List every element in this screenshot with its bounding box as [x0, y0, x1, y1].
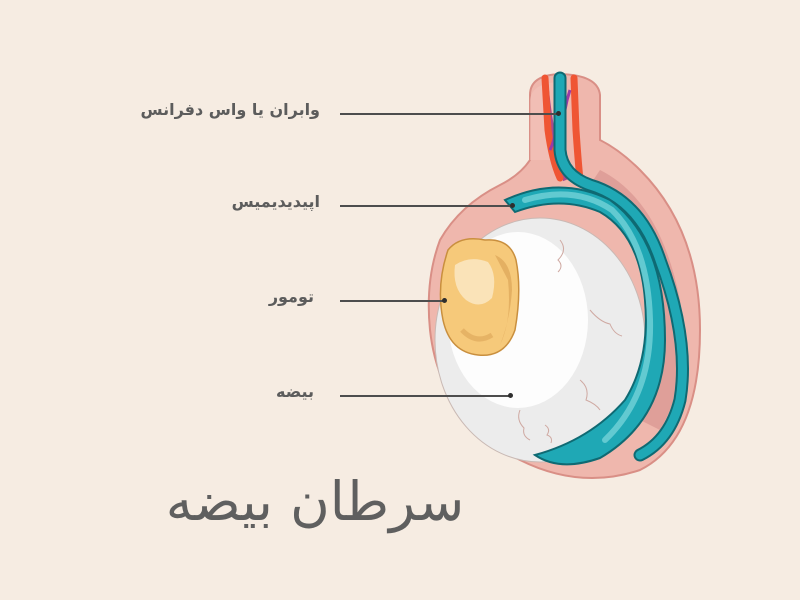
leader-line-tumor [340, 300, 444, 302]
leader-dot-testis [508, 393, 513, 398]
label-tumor: تومور [268, 287, 314, 306]
leader-line-epididymis [340, 205, 512, 207]
label-testis: بیضه [275, 382, 314, 401]
label-epididymis: اپیدیدیمیس [231, 192, 320, 211]
diagram-title: سرطان بیضه [165, 470, 465, 533]
leader-dot-tumor [442, 298, 447, 303]
epididymis-band [503, 186, 667, 466]
leader-line-vas-deferens [340, 113, 558, 115]
leader-dot-vas-deferens [556, 111, 561, 116]
label-vas-deferens: وابران یا واس دفرانس [140, 100, 320, 119]
leader-dot-epididymis [510, 203, 515, 208]
tumor-mass [439, 238, 520, 357]
leader-line-testis [340, 395, 510, 397]
